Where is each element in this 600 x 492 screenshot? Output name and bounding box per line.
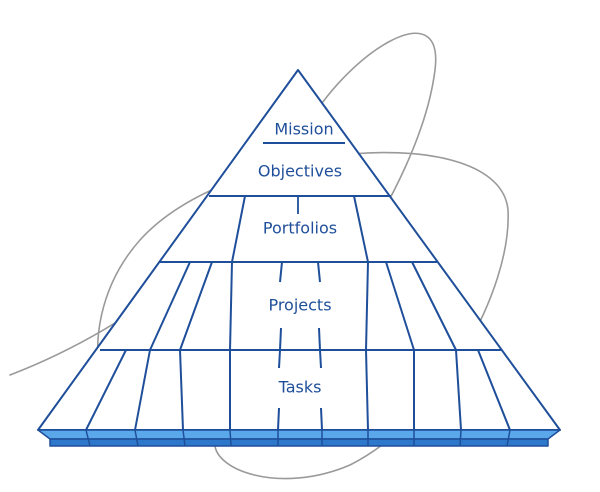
tier-label-mission: Mission	[274, 120, 333, 139]
tier-label-projects: Projects	[268, 296, 331, 315]
tasks-dividers	[85, 349, 511, 431]
pyramid-base-top	[37, 429, 561, 440]
pyramid-base-segments	[85, 429, 511, 447]
tier-label-tasks: Tasks	[278, 378, 322, 397]
tier-label-objectives: Objectives	[258, 162, 342, 181]
portfolios-dividers	[231, 195, 369, 263]
tier-label-portfolios: Portfolios	[263, 219, 337, 238]
pyramid-base-front	[49, 438, 549, 447]
projects-dividers	[149, 261, 457, 351]
